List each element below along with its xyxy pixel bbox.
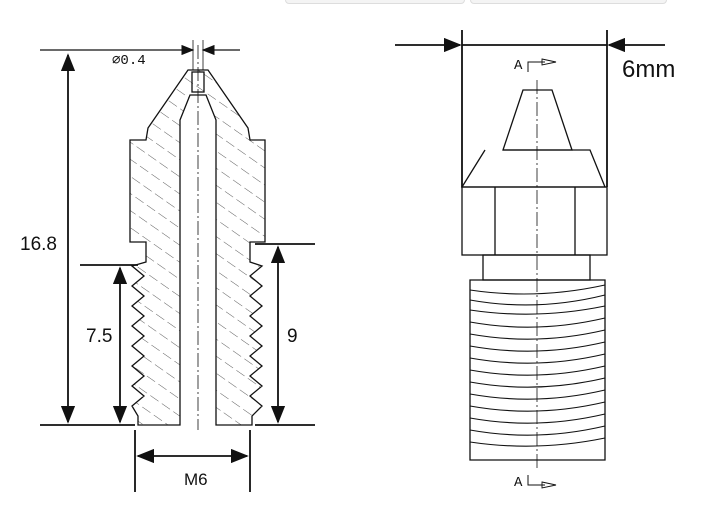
hex-width-label: 6mm [622, 56, 676, 83]
thread-size-label: M6 [184, 470, 208, 489]
inner-thread-length-label: 7.5 [86, 326, 113, 347]
section-a-bottom-label: A [514, 475, 523, 491]
outer-thread-length-label: 9 [287, 326, 298, 347]
section-a-top-label: A [514, 58, 523, 74]
tip-diameter-label: ∅0.4 [112, 53, 146, 69]
total-length-label: 16.8 [20, 234, 57, 255]
nozzle-section-view [40, 40, 315, 492]
nozzle-external-view [395, 30, 665, 489]
